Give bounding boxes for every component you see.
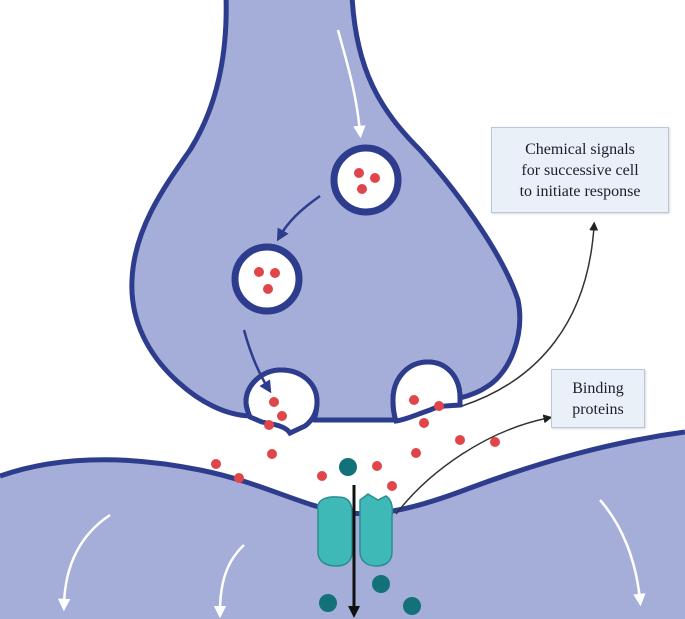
ion-icon — [339, 458, 357, 476]
label-line: to initiate response — [519, 182, 641, 200]
arrow-icon — [336, 29, 366, 139]
released-neurotransmitters — [211, 395, 500, 491]
arrow-icon — [242, 329, 272, 394]
arrow-icon — [599, 499, 646, 607]
label-binding-proteins: Binding proteins — [551, 369, 645, 428]
ion-channel-icon — [317, 493, 394, 567]
label-line: Binding — [572, 379, 624, 397]
fusing-vesicle-left — [243, 367, 320, 437]
vesicle-icon — [330, 144, 402, 216]
arrow-icon — [461, 221, 599, 407]
fusing-vesicle-right — [390, 359, 463, 424]
arrow-icon — [57, 513, 111, 612]
arrow-icon — [276, 194, 321, 242]
label-line: for successive cell — [521, 161, 639, 179]
label-line: proteins — [572, 400, 624, 418]
presynaptic-terminal — [129, 0, 523, 423]
vesicle-icon — [231, 243, 303, 315]
ion-icon — [319, 575, 421, 615]
arrow-icon — [395, 414, 553, 515]
arrow-icon — [213, 544, 245, 619]
label-chemical-signals: Chemical signals for successive cell to … — [491, 127, 669, 213]
neurotransmitter-icon — [264, 397, 287, 430]
label-line: Chemical signals — [525, 140, 635, 158]
